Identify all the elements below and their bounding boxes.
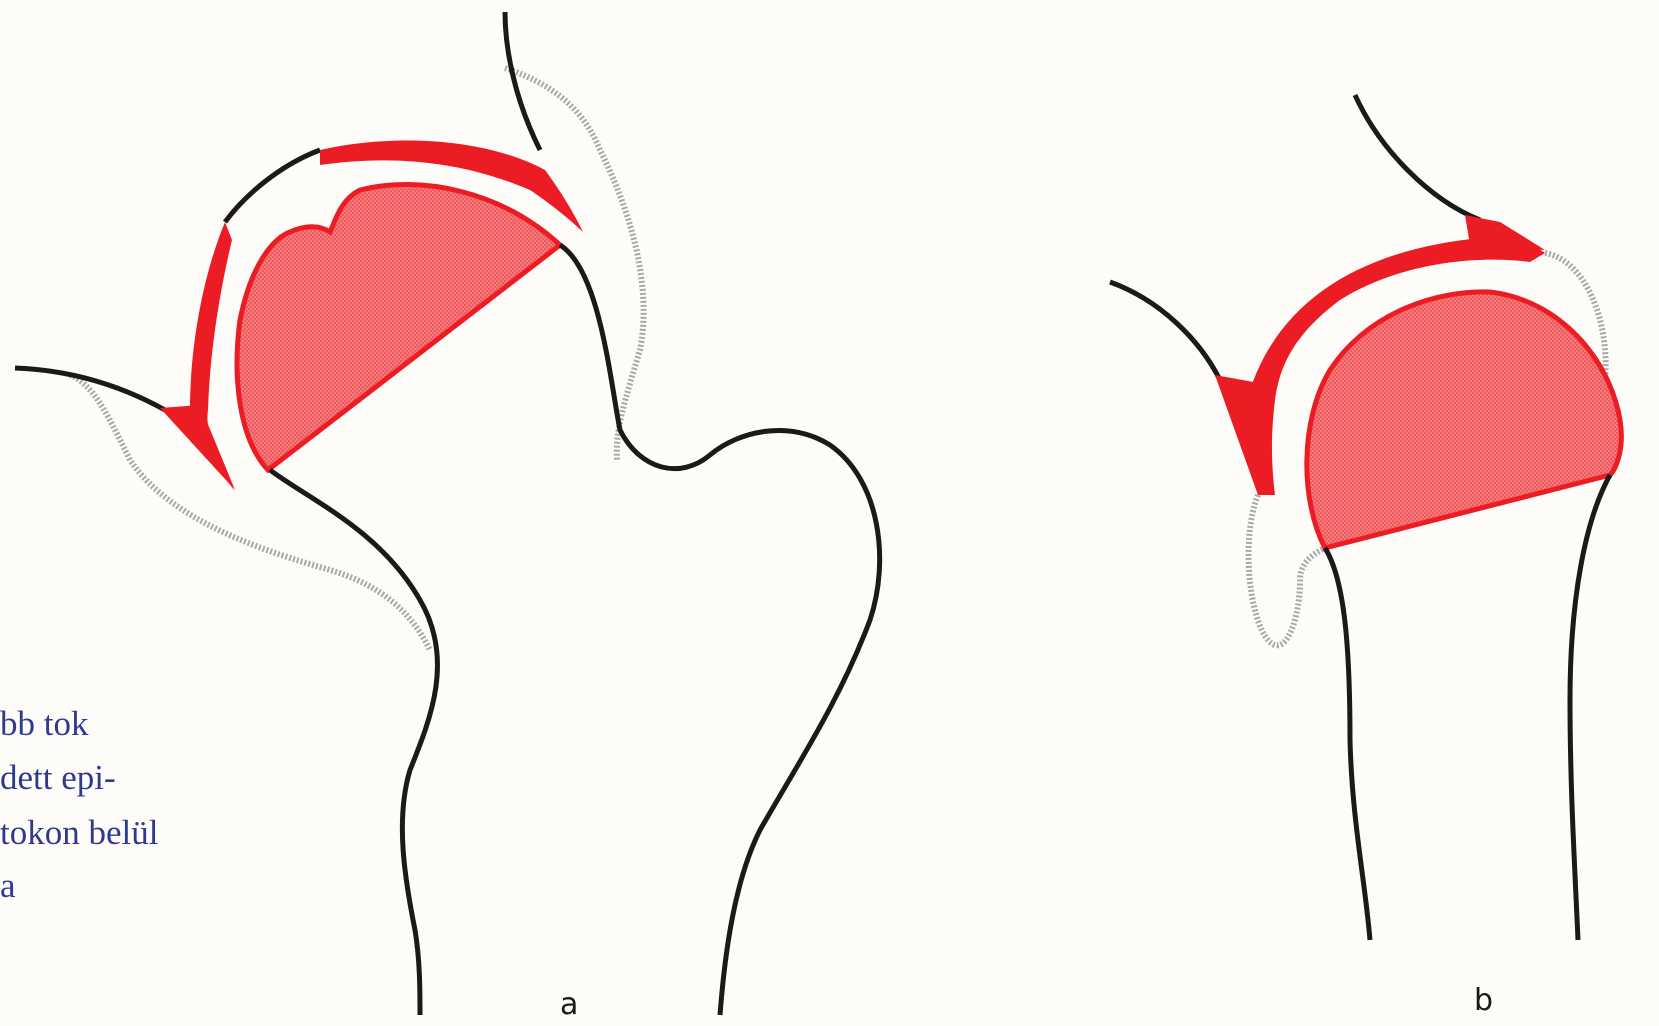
caption-line-1: bb tok [0,706,88,741]
panel-label-a: a [560,990,578,1020]
panel-label-b: b [1474,986,1493,1016]
femoral-head-epiphysis-b [1307,292,1622,548]
acetabulum-upper-outline-b [1355,95,1480,220]
acetabulum-left-outline-b [1110,282,1220,380]
caption-line-3: tokon belül [0,815,158,850]
labrum-top-b [1465,215,1545,250]
caption-line-2: dett epi- [0,760,116,795]
acetabulum-arc-outline-a [225,150,320,222]
femur-lateral-outline-a [560,245,880,1015]
femur-medial-outline-a [270,470,438,1015]
femoral-head-epiphysis-a [237,185,560,470]
labrum-left-a [160,405,235,490]
femur-left-outline-b [1325,548,1370,940]
panel-a [15,12,880,1015]
caption-line-4: a [0,868,16,903]
panel-b [1110,95,1621,940]
femur-right-outline-b [1570,475,1610,940]
